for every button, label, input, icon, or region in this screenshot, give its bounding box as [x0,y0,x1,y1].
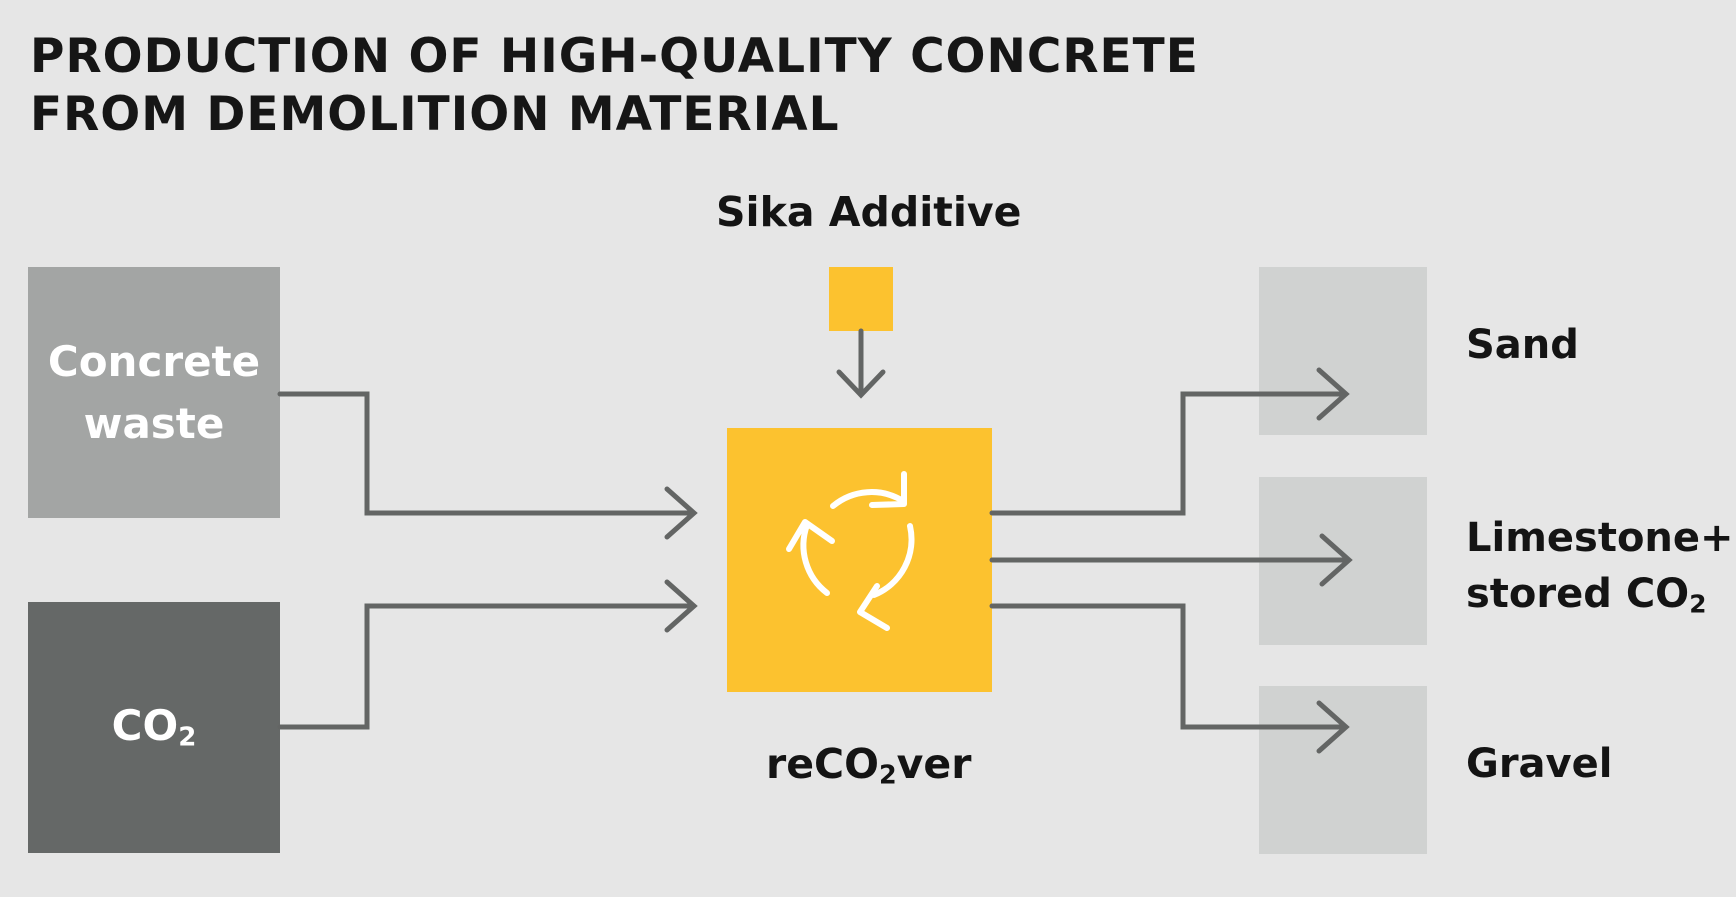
arrow-process-to-gravel [989,603,1348,730]
process-label: reCO2ver [766,740,972,790]
recycle-icon [786,471,915,631]
arrow-concrete-to-process [277,391,696,516]
sand-box [1259,267,1427,435]
additive-box [829,267,893,331]
arrow-co2-to-process [277,603,696,730]
gravel-label: Gravel [1466,741,1613,787]
sand-label: Sand [1466,322,1579,368]
sika-additive-label: Sika Additive [716,188,1022,236]
title-line-2: FROM DEMOLITION MATERIAL [30,87,840,142]
process-box [727,428,992,692]
gravel-box [1259,686,1427,854]
co2-box: CO2 [28,602,280,853]
diagram-title: PRODUCTION OF HIGH-QUALITY CONCRETE FROM… [30,28,1199,144]
concrete-waste-label: Concrete waste [47,337,261,448]
arrow-process-to-sand [989,391,1348,516]
limestone-label: Limestone+ stored CO2 [1466,515,1734,619]
co2-label: CO2 [111,701,197,753]
concrete-waste-box: Concrete waste [28,267,280,518]
title-line-1: PRODUCTION OF HIGH-QUALITY CONCRETE [30,29,1199,84]
